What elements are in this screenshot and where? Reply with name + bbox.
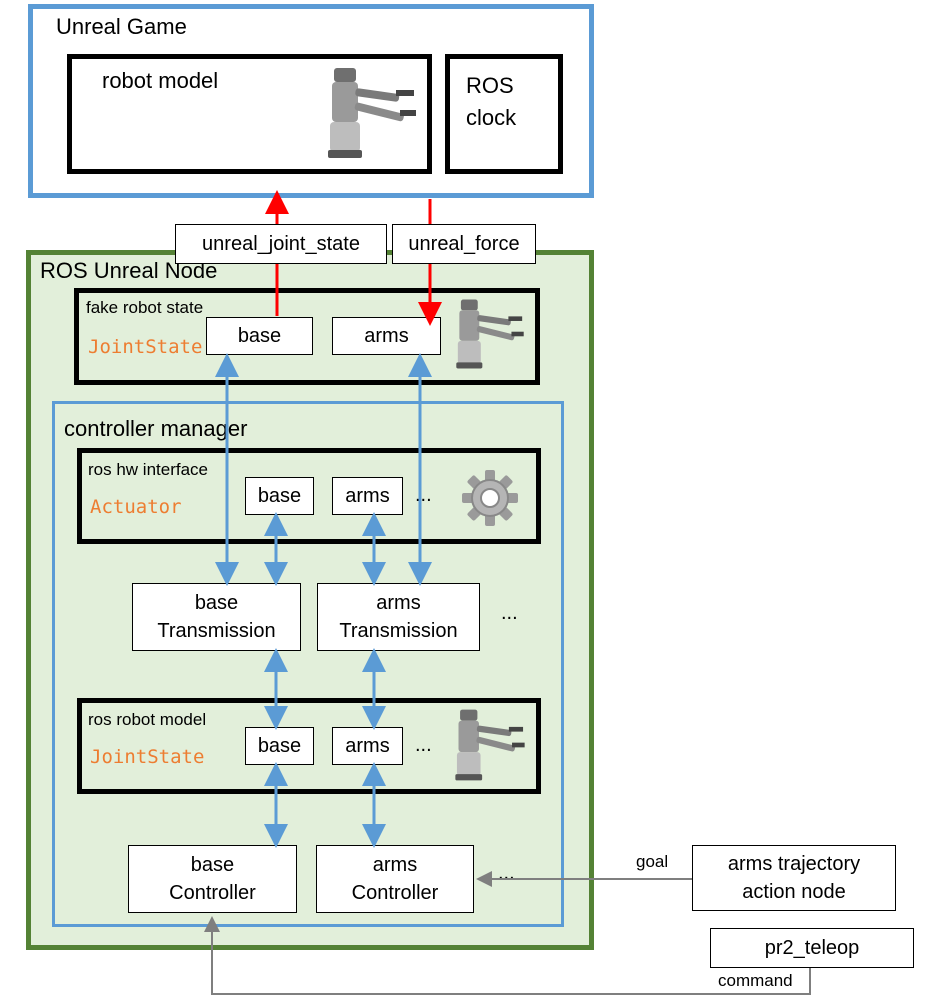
ros-clock-label: ROS clock (466, 73, 517, 130)
robot-icon (456, 299, 524, 369)
ros-hw-interface-type: Actuator (90, 496, 182, 518)
unreal-force-topic: unreal_force (392, 224, 536, 264)
pr2-teleop-node: pr2_teleop (710, 928, 914, 968)
fake-robot-state-label: fake robot state (86, 298, 204, 317)
ros-robot-model-type: JointState (90, 746, 205, 768)
goal-label: goal (636, 852, 669, 871)
unreal-joint-state-topic: unreal_joint_state (175, 224, 387, 264)
ros-clock-box (445, 54, 563, 174)
gear-icon (462, 470, 518, 526)
command-arrow (204, 916, 811, 995)
arms-trajectory-action-node: arms trajectory action node (692, 845, 896, 911)
unreal-game-title: Unreal Game (56, 14, 187, 39)
base-controller-box: base Controller (128, 845, 297, 913)
robot-model-label: robot model (102, 68, 219, 93)
fake-state-base-box: base (206, 317, 313, 355)
fake-robot-state-type: JointState (88, 336, 203, 358)
command-label: command (718, 971, 793, 990)
robot-icon (455, 709, 525, 781)
model-base-box: base (245, 727, 314, 765)
hw-base-box: base (245, 477, 314, 515)
arms-transmission-box: arms Transmission (317, 583, 480, 651)
model-ellipsis: ... (415, 734, 432, 756)
model-arms-box: arms (332, 727, 403, 765)
arms-controller-box: arms Controller (316, 845, 474, 913)
robot-icon (328, 68, 416, 158)
transmission-ellipsis: ... (501, 602, 518, 624)
ros-hw-interface-label: ros hw interface (88, 460, 208, 479)
ros-robot-model-label: ros robot model (88, 710, 207, 729)
